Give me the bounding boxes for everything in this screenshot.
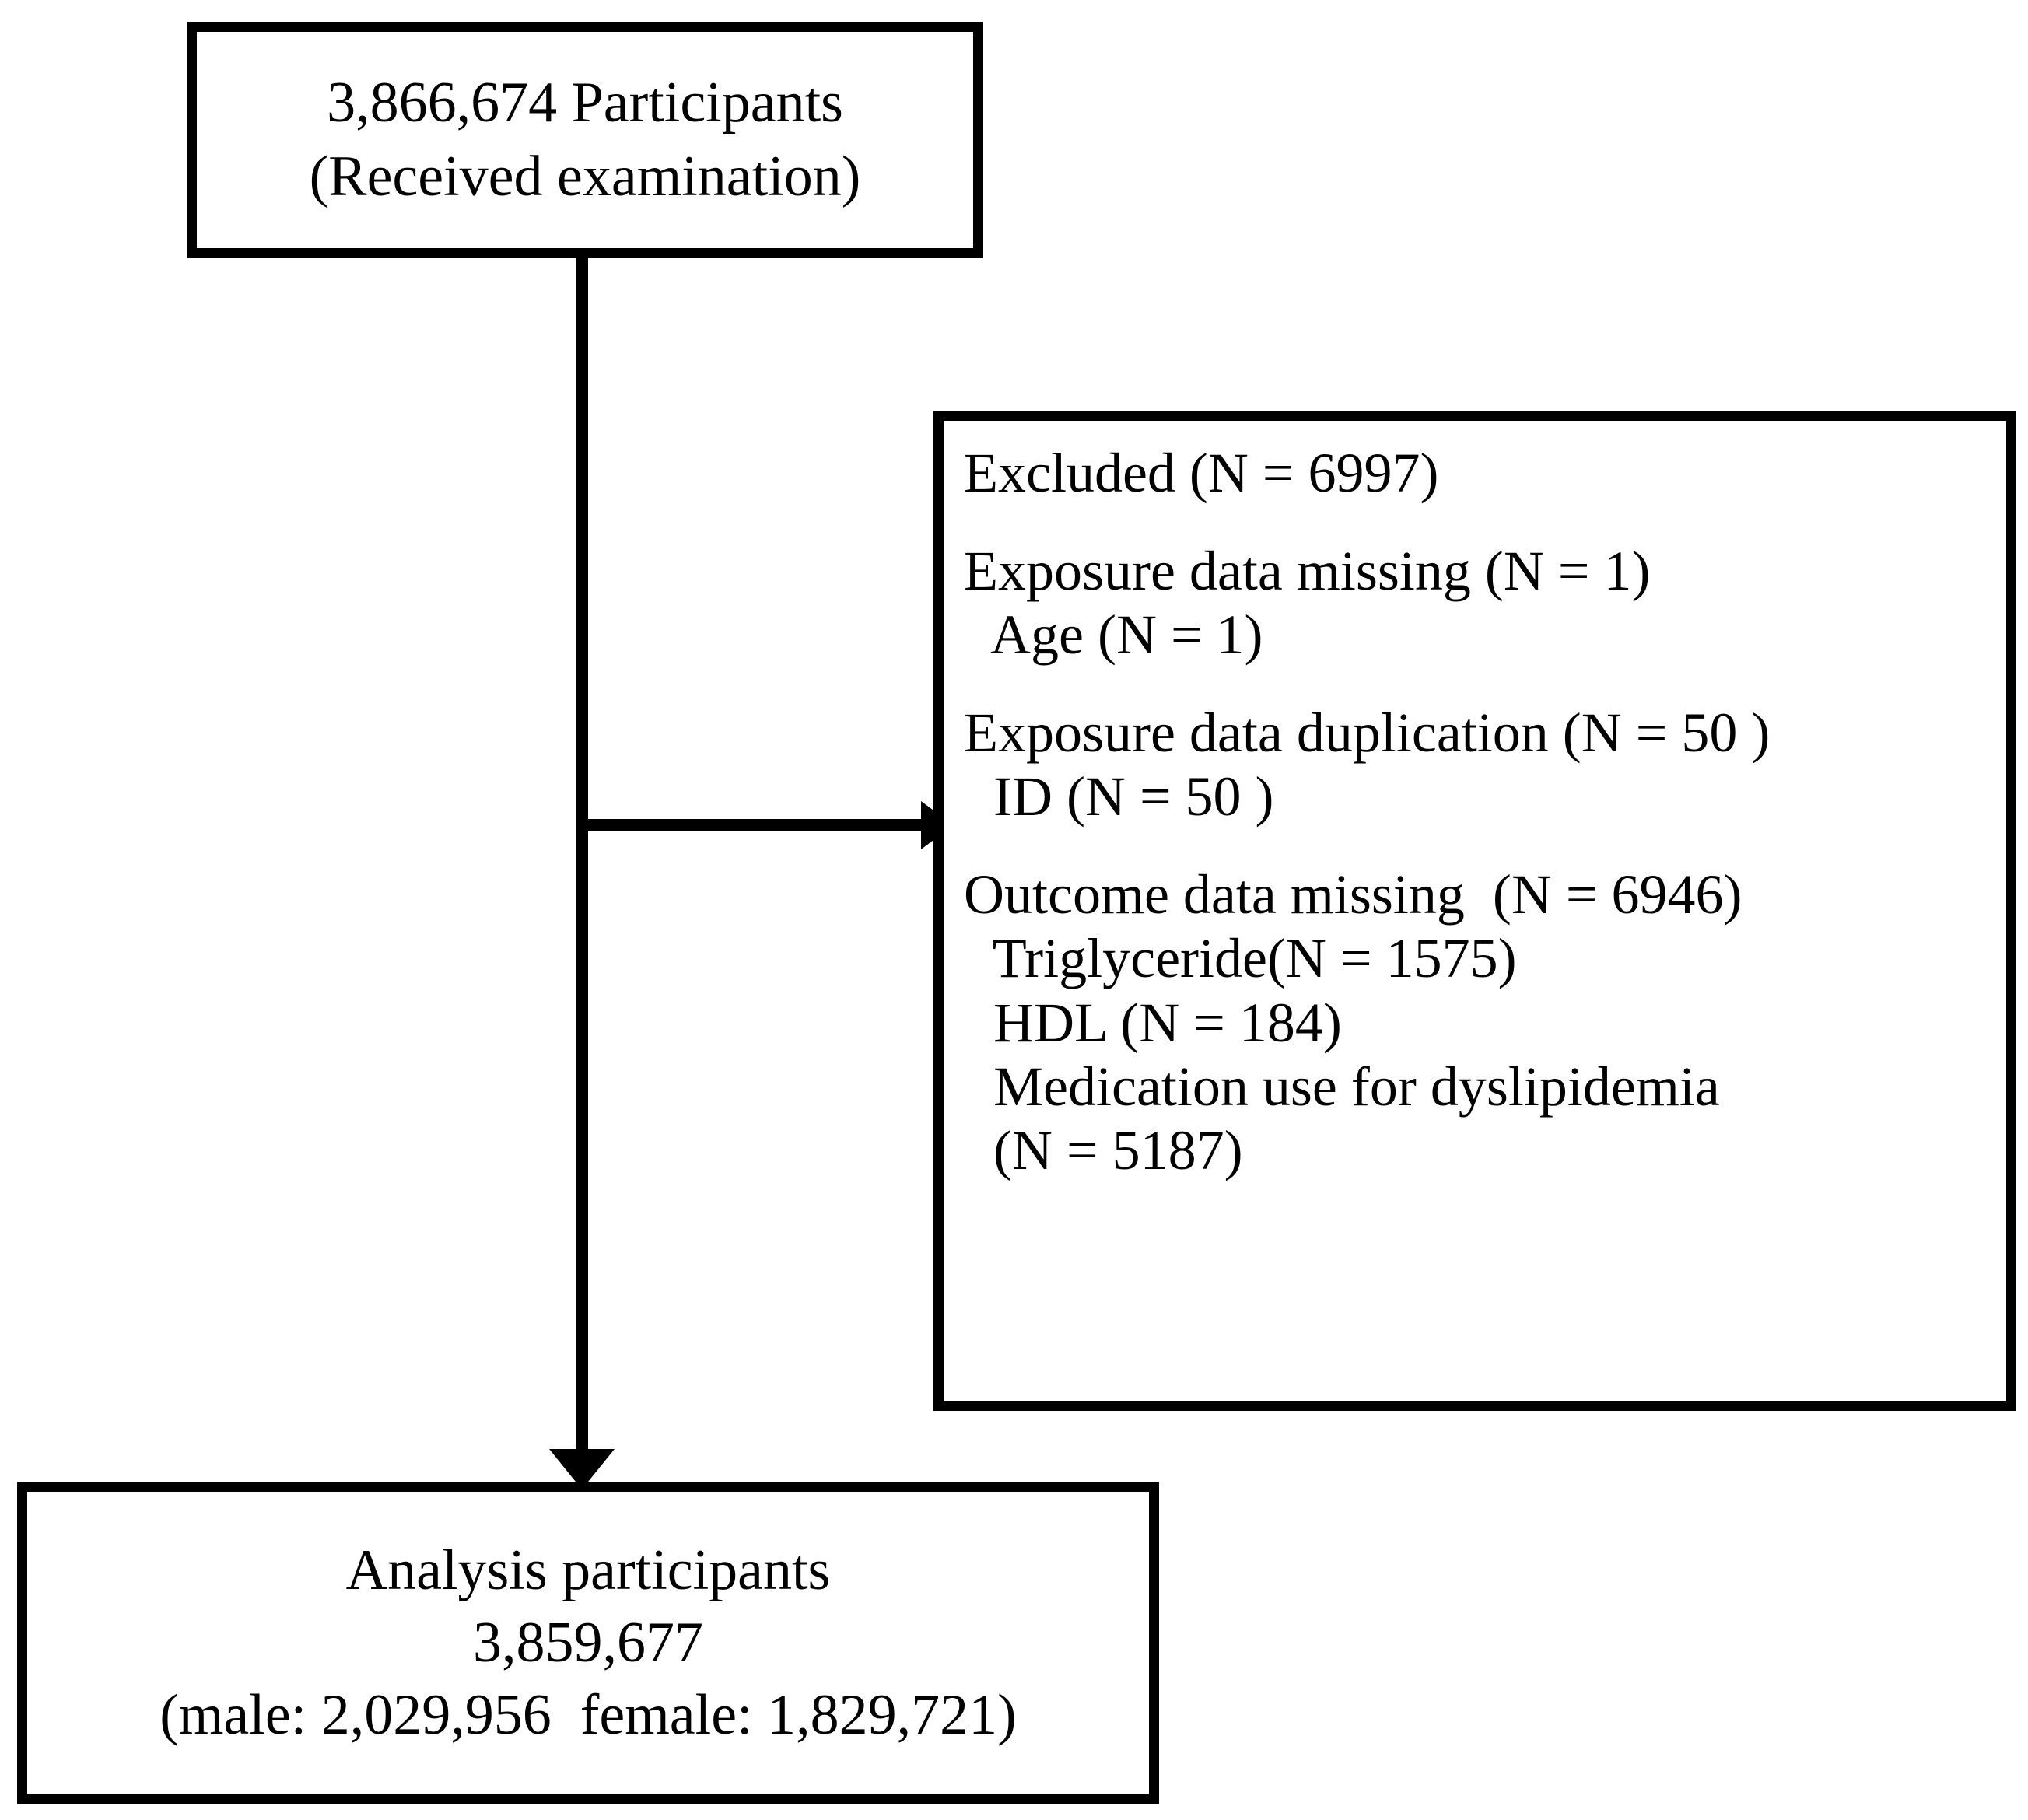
exclusion-group-title: Exposure data missing (N = 1) [964,540,1651,603]
exclusion-group-outcome-missing: Outcome data missing (N = 6946) Triglyce… [964,863,2006,1181]
exclusion-group-exposure-missing: Exposure data missing (N = 1) Age (N = 1… [964,539,2006,667]
exclusion-item: Age (N = 1) [979,604,1263,667]
excluded-participants-box: Excluded (N = 6997) Exposure data missin… [933,411,2016,1411]
exclusion-item: HDL (N = 184) [979,991,1342,1054]
analysis-count-line: 3,859,677 [473,1610,703,1675]
exclusion-item: Medication use for dyslipidemia [979,1055,1720,1118]
analysis-participants-box: Analysis participants 3,859,677 (male: 2… [17,1482,1159,1804]
exclusion-group-title: Outcome data missing (N = 6946) [964,863,1743,926]
analysis-title-line: Analysis participants [345,1538,831,1602]
enrolled-count-line: 3,866,674 Participants [327,71,843,135]
exclusion-branch-connector-line [576,819,921,831]
excluded-heading: Excluded (N = 6997) [964,442,1439,504]
exclusion-group-title: Exposure data duplication (N = 50 ) [964,702,1771,765]
enrolled-participants-box: 3,866,674 Participants (Received examina… [187,22,983,258]
analysis-sex-breakdown-line: (male: 2,029,956 female: 1,829,721) [159,1683,1017,1748]
excluded-heading-group: Excluded (N = 6997) [964,441,2006,505]
exclusion-item: (N = 5187) [979,1118,1243,1181]
exclusion-item: ID (N = 50 ) [979,765,1274,828]
flow-down-connector-line [576,258,588,1451]
enrolled-description-line: (Received examination) [309,145,861,208]
exclusion-group-exposure-duplication: Exposure data duplication (N = 50 ) ID (… [964,701,2006,828]
exclusion-item: Triglyceride(N = 1575) [979,927,1517,990]
